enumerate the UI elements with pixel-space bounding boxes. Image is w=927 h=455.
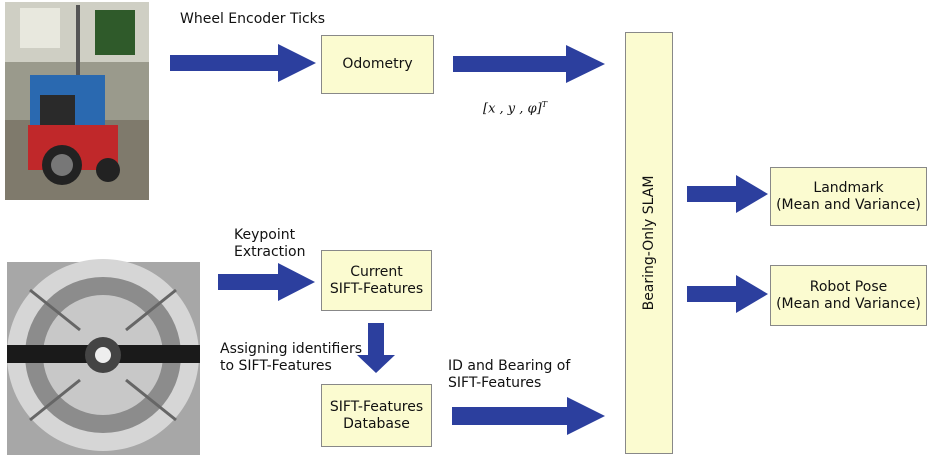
arrow-slam-to-landmark [687, 175, 768, 213]
keypoint-line2: Extraction [234, 244, 306, 260]
current-line1: Current [350, 263, 403, 280]
sift-features-database-box: SIFT-Features Database [321, 384, 432, 447]
odometry-box: Odometry [321, 35, 434, 94]
wheel-encoder-label: Wheel Encoder Ticks [180, 11, 326, 27]
landmark-box: Landmark (Mean and Variance) [770, 167, 927, 226]
arrow-slam-to-robot-pose [687, 275, 768, 313]
landmark-line2: (Mean and Variance) [776, 196, 921, 213]
database-line2: Database [343, 415, 410, 432]
assigning-identifiers-label: Assigning identifiers to SIFT-Features [220, 341, 362, 375]
bearing-only-slam-box [625, 32, 673, 454]
pose-vector-sup: T [541, 100, 548, 109]
odometry-label: Odometry [342, 56, 413, 72]
arrow-encoder-to-odometry [170, 44, 316, 82]
assigning-line1: Assigning identifiers [220, 341, 363, 357]
omnidirectional-camera-image [7, 259, 200, 455]
robot-pose-line2: (Mean and Variance) [776, 295, 921, 312]
id-bearing-label: ID and Bearing of SIFT-Features [448, 358, 570, 392]
pose-vector-label: [x , y , φ]T [483, 100, 547, 116]
database-line1: SIFT-Features [329, 398, 424, 415]
keypoint-extraction-label: Keypoint Extraction [234, 227, 305, 261]
pose-vector-text: [x , y , φ] [483, 101, 542, 117]
robot-photo [5, 2, 149, 200]
robot-pose-line1: Robot Pose [809, 278, 888, 295]
keypoint-line1: Keypoint [234, 227, 296, 243]
slam-label: Bearing-Only SLAM [641, 175, 657, 311]
current-line2: SIFT-Features [329, 280, 424, 297]
id-bearing-line2: SIFT-Features [448, 375, 542, 391]
arrow-database-to-slam [452, 397, 605, 435]
id-bearing-line1: ID and Bearing of [448, 358, 571, 374]
robot-pose-box: Robot Pose (Mean and Variance) [770, 265, 927, 326]
arrow-odometry-to-slam [453, 45, 605, 83]
current-sift-features-box: Current SIFT-Features [321, 250, 432, 311]
landmark-line1: Landmark [813, 179, 884, 196]
arrow-keypoint-extraction [218, 263, 315, 301]
arrow-current-to-database [357, 323, 395, 373]
assigning-line2: to SIFT-Features [220, 358, 332, 374]
